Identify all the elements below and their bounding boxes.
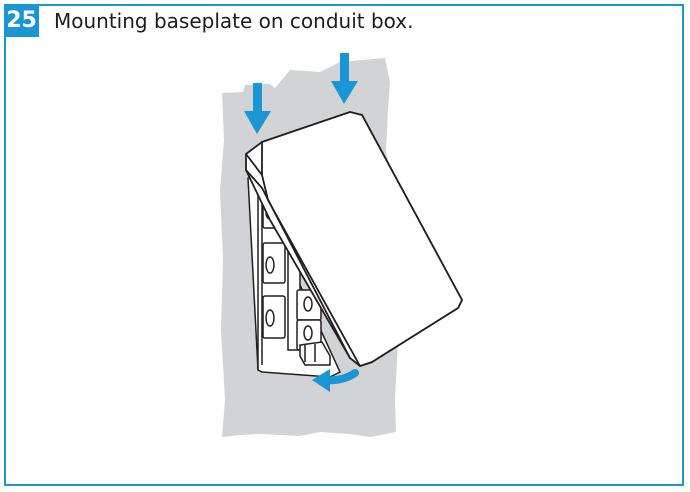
arrow-down-left-icon [244, 83, 271, 134]
step-title: Mounting baseplate on conduit box. [54, 8, 414, 33]
arrow-down-right-icon [331, 53, 358, 104]
step-header: 25 Mounting baseplate on conduit box. [4, 4, 413, 37]
curved-arrow-icon [312, 369, 359, 392]
front-cover [245, 111, 464, 368]
instruction-frame [4, 4, 684, 486]
step-number-badge: 25 [4, 4, 39, 37]
